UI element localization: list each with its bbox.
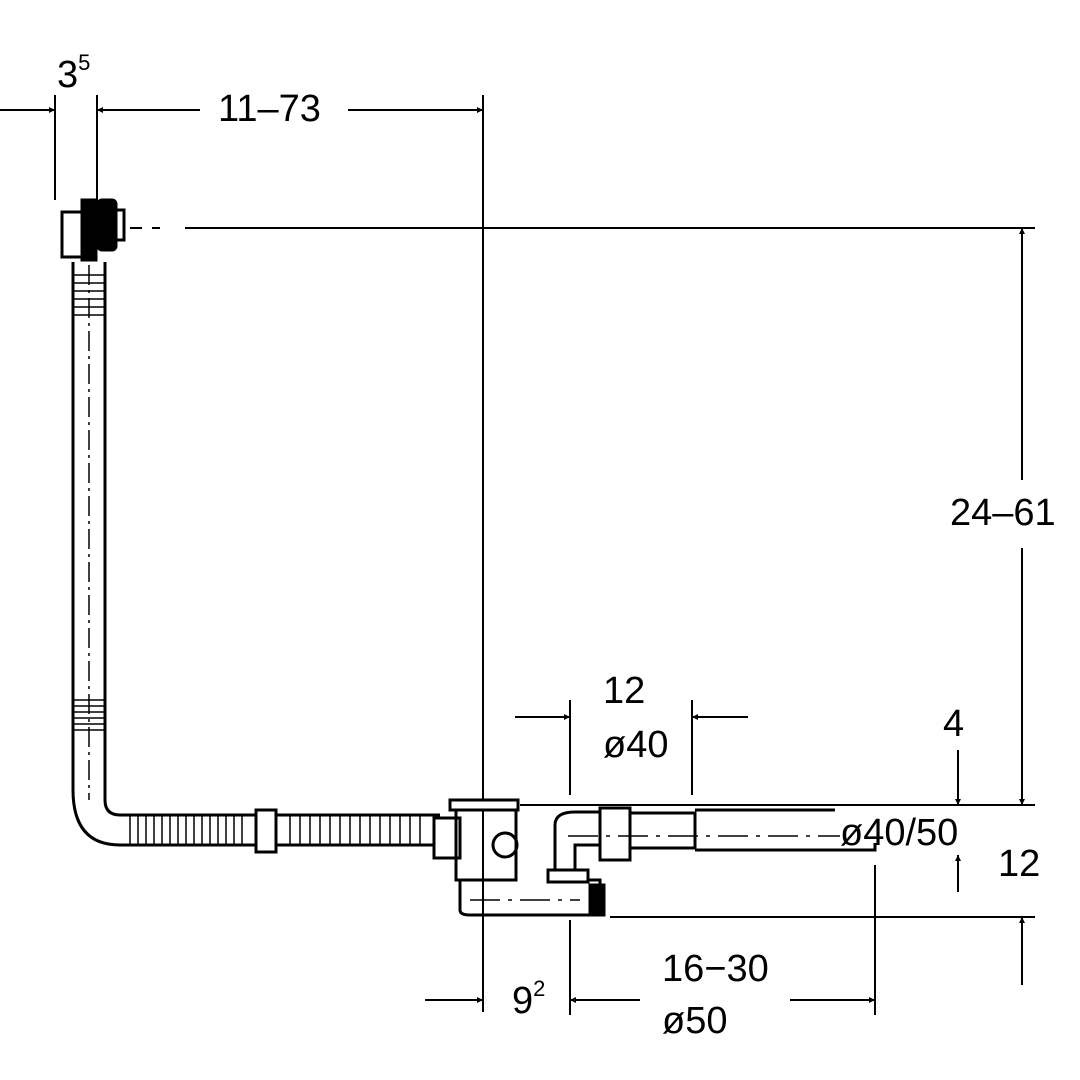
overflow-length-label: 11–73 [218, 88, 321, 130]
outlet-diameter-label: ø40/50 [840, 812, 959, 854]
dimension-lines [0, 95, 1035, 1015]
bottom-offset-label: 12 [998, 843, 1041, 885]
overflow-offset-label: 35 [57, 50, 91, 96]
trap-assembly [448, 798, 877, 917]
overflow-head [60, 198, 126, 262]
height-range-label: 24–61 [950, 492, 1056, 534]
outlet-length-label: 16−30 [662, 948, 769, 990]
outlet-length-diameter-label: ø50 [662, 1000, 728, 1042]
waste-offset-label: 92 [512, 976, 546, 1022]
top-offset-label: 4 [943, 703, 965, 745]
overflow-hose [71, 262, 462, 860]
outlet-gap-label: 12 [603, 670, 646, 712]
outlet-gap-diameter-label: ø40 [603, 724, 669, 766]
